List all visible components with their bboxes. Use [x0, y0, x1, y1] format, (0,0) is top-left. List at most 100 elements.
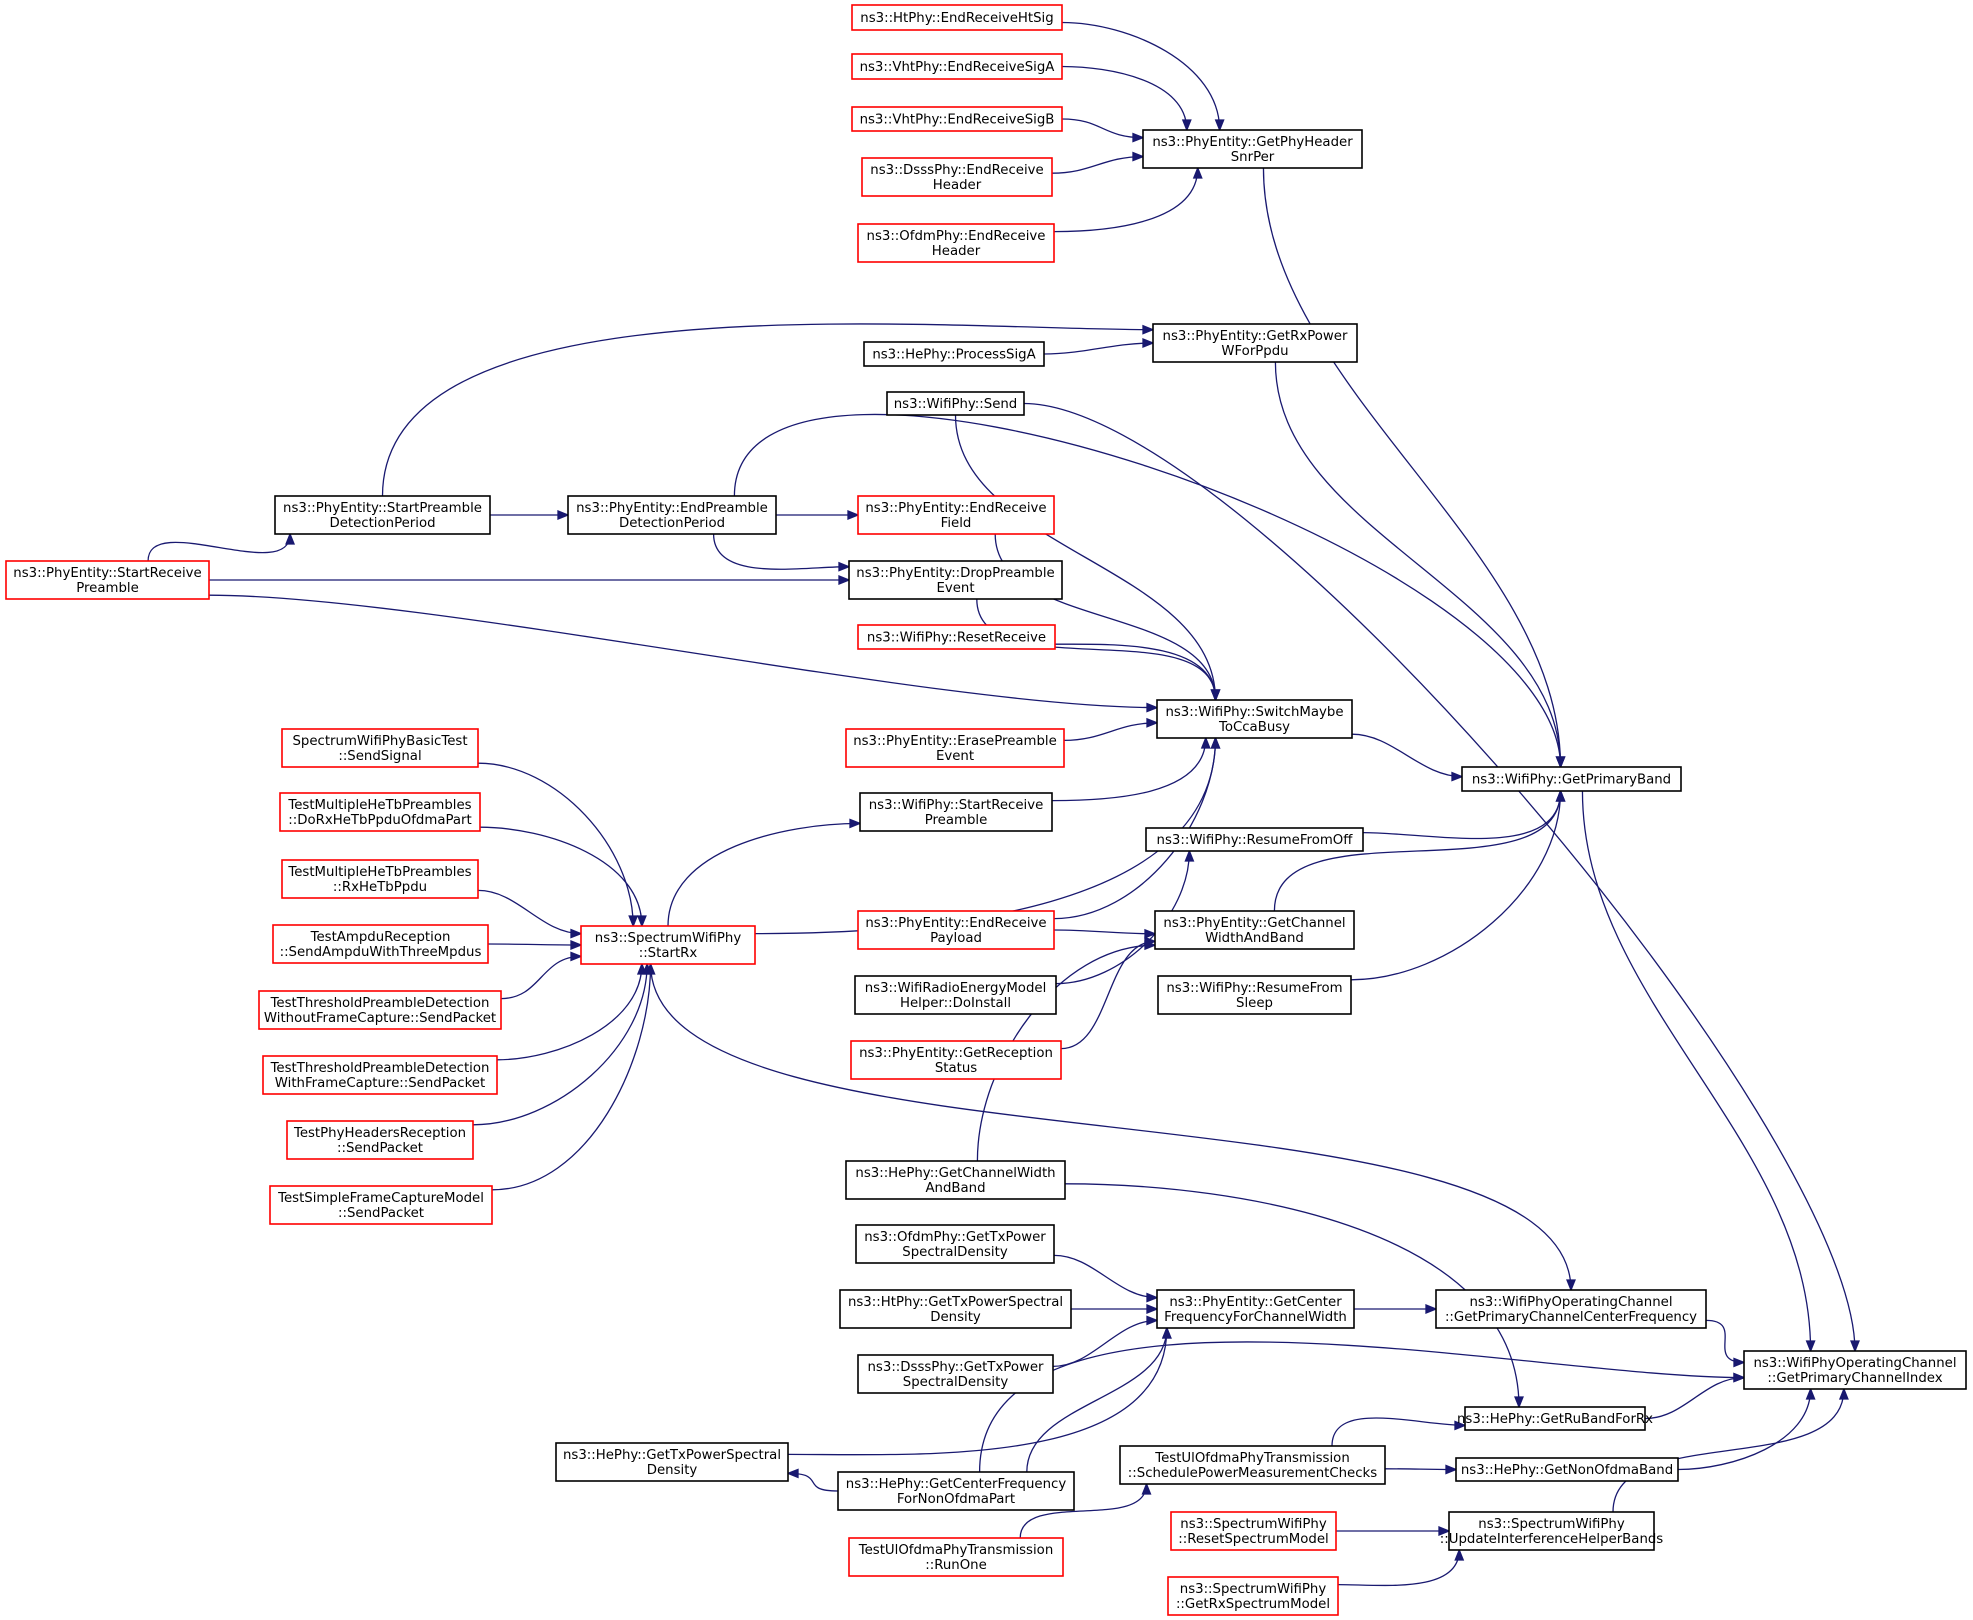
arrowhead-icon [1210, 736, 1221, 749]
node-GetPrimaryChannelCenterFrequency[interactable]: ns3::WifiPhyOperatingChannel::GetPrimary… [1435, 1289, 1707, 1329]
node-SimpleFrameCaptureSendPacket[interactable]: TestSimpleFrameCaptureModel::SendPacket [269, 1185, 493, 1225]
arrowhead-icon [1142, 324, 1155, 335]
node-EndPreambleDetectionPeriod[interactable]: ns3::PhyEntity::EndPreambleDetectionPeri… [567, 495, 777, 535]
node-EndReceiveSigB[interactable]: ns3::VhtPhy::EndReceiveSigB [851, 106, 1063, 132]
arrowhead-icon [1144, 940, 1157, 951]
node-label-line: ::SchedulePowerMeasurementChecks [1128, 1466, 1377, 1481]
arrowhead-icon [557, 510, 570, 520]
node-label-line: ns3::HePhy::GetRuBandForRx [1457, 1412, 1653, 1427]
arrowhead-icon [1555, 756, 1566, 769]
node-WithFrameCaptureSendPacket[interactable]: TestThresholdPreambleDetectionWithFrameC… [262, 1055, 498, 1095]
node-DoInstall[interactable]: ns3::WifiRadioEnergyModelHelper::DoInsta… [854, 975, 1057, 1015]
edge-GetNonOfdmaBand-to-GetPrimaryChannelIndex [1677, 1387, 1816, 1471]
node-box [855, 1224, 1055, 1264]
edge-SpectrumStartRx-to-WifiPhyStartReceivePreamble [667, 818, 862, 927]
node-WithoutFrameCaptureSendPacket[interactable]: TestThresholdPreambleDetectionWithoutFra… [258, 990, 502, 1030]
node-box [1435, 1289, 1707, 1329]
node-ProcessSigA[interactable]: ns3::HePhy::ProcessSigA [863, 341, 1045, 367]
edge-ResetReceive-to-SwitchMaybeToCcaBusy [1054, 643, 1221, 702]
node-label-line: TestThresholdPreambleDetection [270, 1061, 490, 1076]
edge-line [1026, 1327, 1168, 1473]
node-label-line: ::ResetSpectrumModel [1178, 1532, 1328, 1547]
node-ResumeFromOff[interactable]: ns3::WifiPhy::ResumeFromOff [1145, 827, 1364, 852]
edge-line [1331, 1417, 1466, 1447]
edge-GetPrimaryBand-to-GetPrimaryChannelIndex [1581, 790, 1816, 1353]
node-PhyHeadersSendPacket[interactable]: TestPhyHeadersReception::SendPacket [286, 1120, 474, 1160]
node-label-line: Density [930, 1310, 981, 1325]
node-label-line: ns3::PhyEntity::DropPreamble [856, 566, 1054, 581]
edge-line [1053, 1254, 1158, 1299]
node-GetNonOfdmaBand[interactable]: ns3::HePhy::GetNonOfdmaBand [1455, 1457, 1679, 1482]
node-SchedulePowerMeasurementChecks[interactable]: TestUlOfdmaPhyTransmission::SchedulePowe… [1119, 1445, 1386, 1485]
node-ResetReceive[interactable]: ns3::WifiPhy::ResetReceive [857, 624, 1056, 650]
node-label-line: TestMultipleHeTbPreambles [287, 865, 471, 880]
node-box [274, 495, 491, 535]
node-label-line: ns3::SpectrumWifiPhy [595, 931, 742, 946]
node-label-line: ns3::OfdmPhy::GetTxPower [864, 1230, 1046, 1245]
edge-EndPreambleDetectionPeriod-to-EndReceiveField [776, 510, 860, 520]
node-box [1448, 1511, 1655, 1551]
node-RunOne[interactable]: TestUlOfdmaPhyTransmission::RunOne [848, 1537, 1064, 1577]
node-GetCenterFrequencyForNonOfdmaPart[interactable]: ns3::HePhy::GetCenterFrequencyForNonOfdm… [837, 1471, 1075, 1511]
node-GetPrimaryBand[interactable]: ns3::WifiPhy::GetPrimaryBand [1461, 766, 1682, 792]
edge-line [496, 963, 643, 1061]
arrowhead-icon [1210, 689, 1221, 702]
node-label-line: ::RunOne [925, 1558, 987, 1573]
node-label-line: ns3::PhyEntity::StartReceive [13, 566, 201, 581]
node-EndReceiveHtSig[interactable]: ns3::HtPhy::EndReceiveHtSig [851, 4, 1063, 31]
edge-DsssGetTxPowerSpectralDensity-to-GetCenterFrequencyForChannelWidth [1052, 1315, 1159, 1368]
node-label-line: ns3::HePhy::GetCenterFrequency [846, 1477, 1067, 1492]
node-ResetSpectrumModel[interactable]: ns3::SpectrumWifiPhy::ResetSpectrumModel [1170, 1511, 1337, 1551]
edge-GetCenterFrequencyForNonOfdmaPart-to-HeGetTxPowerSpectralDensity [786, 1468, 839, 1492]
edge-line [1337, 1549, 1460, 1587]
node-label-line: TestUlOfdmaPhyTransmission [858, 1543, 1054, 1558]
node-StartPreambleDetectionPeriod[interactable]: ns3::PhyEntity::StartPreambleDetectionPe… [274, 495, 491, 535]
node-box [279, 792, 481, 832]
node-label-line: ns3::HtPhy::EndReceiveHtSig [860, 11, 1053, 26]
node-SpectrumStartRx[interactable]: ns3::SpectrumWifiPhy::StartRx [580, 925, 756, 965]
node-EndReceiveSigA[interactable]: ns3::VhtPhy::EndReceiveSigA [851, 53, 1063, 80]
node-GetCenterFrequencyForChannelWidth[interactable]: ns3::PhyEntity::GetCenterFrequencyForCha… [1156, 1289, 1355, 1329]
node-GetRuBandForRx[interactable]: ns3::HePhy::GetRuBandForRx [1457, 1406, 1653, 1431]
node-UpdateInterferenceHelperBands[interactable]: ns3::SpectrumWifiPhy::UpdateInterference… [1440, 1511, 1664, 1551]
edge-EndPreambleDetectionPeriod-to-DropPreambleEvent [712, 533, 851, 572]
node-label-line: SnrPer [1231, 150, 1275, 165]
node-SendSignal[interactable]: SpectrumWifiPhyBasicTest::SendSignal [281, 728, 479, 768]
node-RxHeTbPpdu[interactable]: TestMultipleHeTbPreambles::RxHeTbPpdu [281, 859, 479, 899]
node-label-line: ::SendSignal [338, 749, 421, 764]
node-label-line: ns3::PhyEntity::GetRxPower [1163, 329, 1348, 344]
node-label-line: ns3::DsssPhy::EndReceive [870, 163, 1043, 178]
arrowhead-icon [570, 940, 583, 950]
node-label-line: ns3::PhyEntity::EndReceive [865, 501, 1046, 516]
node-DoRxHeTbPpduOfdmaPart[interactable]: TestMultipleHeTbPreambles::DoRxHeTbPpduO… [279, 792, 481, 832]
node-box [1157, 975, 1352, 1015]
node-GetRxSpectrumModel[interactable]: ns3::SpectrumWifiPhy::GetRxSpectrumModel [1167, 1576, 1339, 1616]
edge-RxHeTbPpdu-to-SpectrumStartRx [477, 889, 583, 939]
node-WifiPhySend[interactable]: ns3::WifiPhy::Send [886, 391, 1025, 416]
node-box [281, 728, 479, 768]
node-SendAmpduWithThreeMpdus[interactable]: TestAmpduReception::SendAmpduWithThreeMp… [272, 924, 489, 964]
arrowhead-icon [1425, 1304, 1438, 1314]
node-label-line: ns3::VhtPhy::EndReceiveSigB [860, 113, 1055, 128]
node-GetPrimaryChannelIndex[interactable]: ns3::WifiPhyOperatingChannel::GetPrimary… [1743, 1350, 1967, 1390]
node-label-line: ns3::HtPhy::GetTxPowerSpectral [848, 1295, 1063, 1310]
